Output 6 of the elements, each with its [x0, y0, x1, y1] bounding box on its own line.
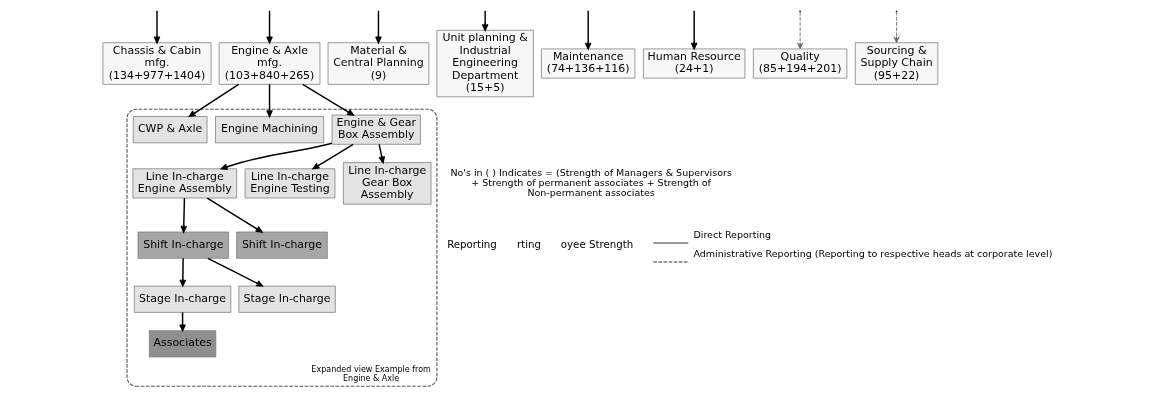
- legend-label: Administrative Reporting (Reporting to respective heads at corporate level): [692, 248, 1052, 260]
- legend-label: Direct Reporting: [692, 229, 771, 241]
- label: Reporting: [446, 238, 497, 250]
- label: rting: [516, 238, 541, 250]
- label: oyee Strength: [560, 238, 633, 250]
- label: No's in ( ) Indicates = (Strength of Managers & Supervisors + Strength of permanent associates + Strength of Non-permanent associates: [449, 166, 732, 199]
